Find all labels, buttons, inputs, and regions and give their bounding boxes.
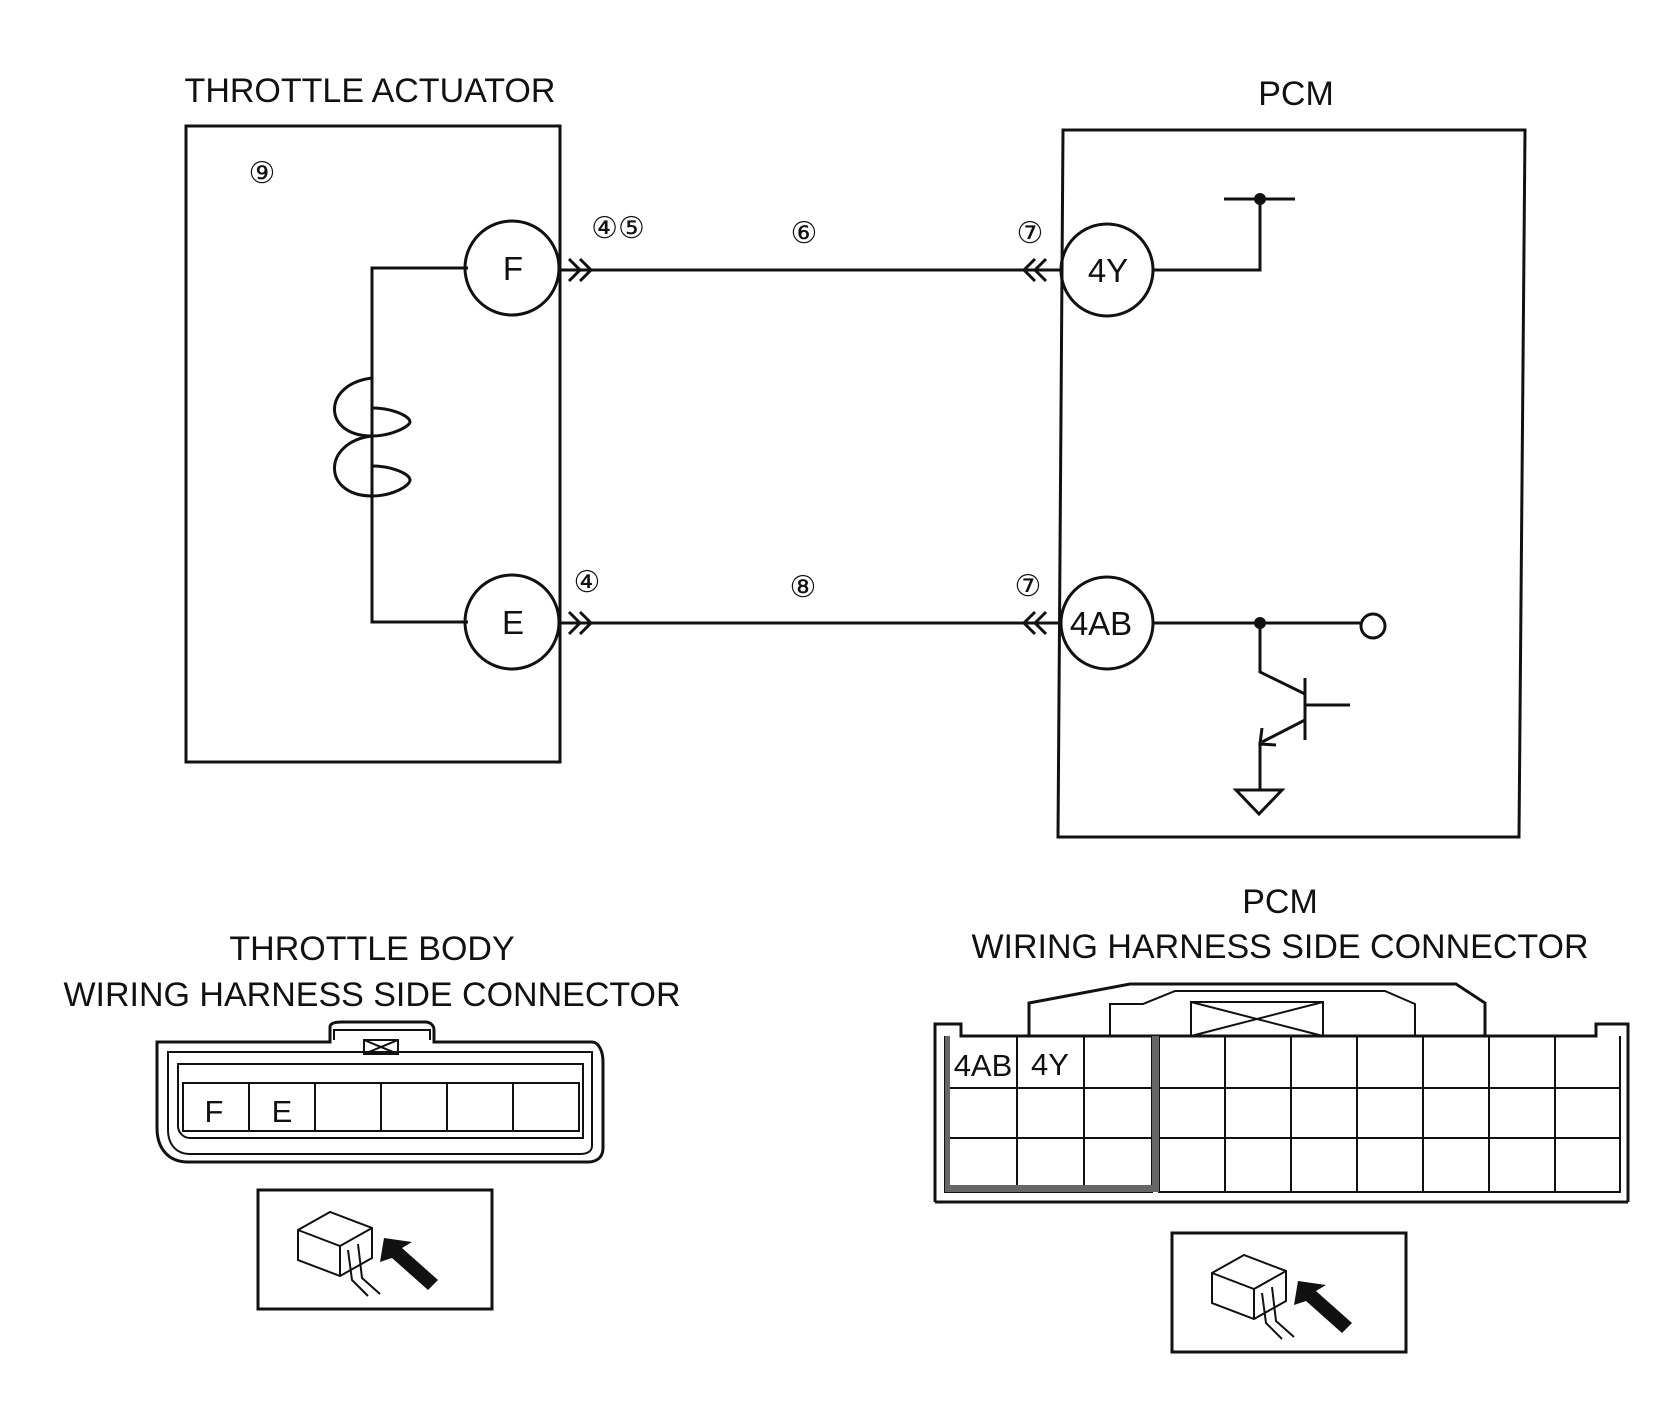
terminal-f: F — [205, 1094, 224, 1129]
pin-circle-e — [463, 573, 561, 671]
throttle-connector-title-2: WIRING HARNESS SIDE CONNECTOR — [63, 976, 680, 1014]
pin-label-f: F — [503, 250, 523, 287]
terminal-grid: 4AB 4Y — [950, 1036, 1620, 1192]
schematic: THROTTLE ACTUATOR ⑨ F E PCM 4Y 4AB — [184, 72, 1527, 839]
pin-circle-f — [463, 219, 561, 317]
pcm-connector: PCM WIRING HARNESS SIDE CONNECTOR — [933, 883, 1630, 1354]
ref-7-top: ⑦ — [1017, 217, 1044, 250]
terminal-4ab: 4AB — [954, 1048, 1013, 1083]
terminal-4y: 4Y — [1031, 1047, 1069, 1082]
pcm-box — [1056, 128, 1527, 839]
pcm-title: PCM — [1258, 75, 1334, 113]
transistor-icon — [1153, 612, 1387, 790]
ref-8: ⑧ — [790, 571, 817, 604]
ref-6: ⑥ — [791, 217, 818, 250]
ground-icon — [1232, 788, 1286, 817]
throttle-body-connector: THROTTLE BODY WIRING HARNESS SIDE CONNEC… — [63, 930, 681, 1311]
pcm-connector-title-2: WIRING HARNESS SIDE CONNECTOR — [971, 928, 1588, 966]
pin-label-4ab: 4AB — [1070, 605, 1132, 642]
actuator-box — [184, 124, 562, 764]
power-supply-icon — [1153, 193, 1295, 272]
terminal-e: E — [272, 1094, 293, 1129]
coil-icon — [333, 266, 468, 624]
ref-4: ④ — [574, 566, 601, 599]
ref-4-5: ④⑤ — [591, 212, 645, 245]
pin-label-e: E — [502, 604, 524, 641]
terminal-grid: F E — [182, 1082, 580, 1132]
pcm-connector-title-1: PCM — [1242, 883, 1318, 921]
harness-side-view-icon — [256, 1188, 494, 1311]
lock-tab-icon — [1190, 1001, 1324, 1037]
ref-7-bottom: ⑦ — [1015, 570, 1042, 603]
chevron-left-icon — [1021, 257, 1048, 636]
actuator-ref: ⑨ — [249, 157, 276, 190]
pin-label-4y: 4Y — [1088, 252, 1128, 289]
chevron-right-icon — [567, 257, 594, 636]
harness-side-view-icon — [1170, 1231, 1408, 1354]
throttle-connector-title-1: THROTTLE BODY — [229, 930, 514, 968]
actuator-title: THROTTLE ACTUATOR — [185, 72, 556, 110]
lock-tab-icon — [363, 1039, 399, 1055]
